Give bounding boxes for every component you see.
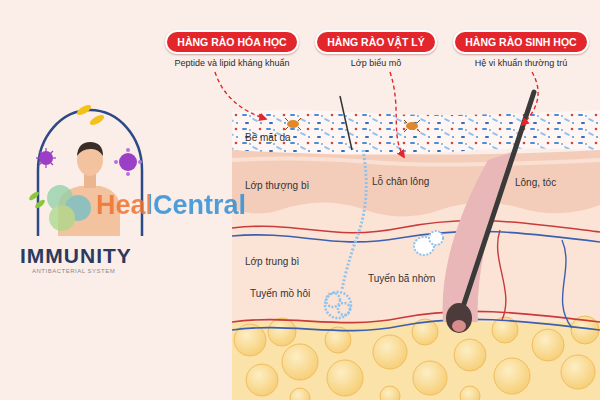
vein	[562, 240, 572, 328]
artery	[232, 220, 600, 232]
epidermis-layer	[232, 148, 600, 216]
layer-label: Lớp thượng bì	[245, 180, 309, 193]
pointer-arrow	[390, 72, 404, 157]
barrier-banner: HÀNG RÀO VẬT LÝ Lớp biểu mô	[315, 30, 436, 70]
sweat-gland-coil	[325, 292, 351, 318]
epidermis-band	[232, 158, 600, 164]
logo-subtitle: ANTIBACTERIAL SYSTEM	[32, 268, 115, 276]
logo-title: IMMUNITY	[20, 243, 132, 269]
barrier-title: HÀNG RÀO VẬT LÝ	[315, 30, 436, 54]
surface-bacteria	[232, 110, 600, 155]
hair-papilla	[452, 320, 466, 332]
part-label: Tuyến bã nhờn	[368, 273, 435, 286]
part-label: Lông, tóc	[515, 177, 556, 190]
watermark-logo	[47, 185, 91, 231]
virus-icon	[119, 153, 137, 171]
pill-icon	[28, 190, 40, 202]
bacteria-bug	[404, 120, 420, 132]
hair-bulb	[446, 303, 472, 333]
sebaceous-gland	[429, 231, 443, 245]
virus-dots	[114, 148, 142, 176]
pill-icon	[75, 103, 92, 117]
skin-section	[232, 92, 600, 400]
artery	[232, 311, 600, 322]
barrier-banner: HÀNG RÀO HÓA HỌC Peptide và lipid kháng k…	[165, 30, 298, 70]
pill-icon	[88, 113, 105, 127]
bacteria-bug	[285, 118, 301, 130]
sweat-duct	[342, 150, 366, 290]
dermis-layer	[232, 195, 600, 400]
vein	[232, 319, 600, 330]
barrier-title: HÀNG RÀO SINH HỌC	[453, 30, 588, 54]
barrier-title: HÀNG RÀO HÓA HỌC	[165, 30, 298, 54]
artery	[498, 230, 506, 320]
skin-surface	[232, 110, 600, 155]
barrier-banner: HÀNG RÀO SINH HỌC Hệ vi khuẩn thường trú	[453, 30, 588, 70]
hair-shaft	[460, 92, 534, 316]
part-label: Tuyến mồ hôi	[250, 288, 310, 301]
barrier-subtitle: Lớp biểu mô	[351, 58, 401, 70]
pill-icon	[34, 198, 46, 210]
part-label: Lỗ chân lông	[372, 176, 429, 189]
layer-label: Bề mặt da	[245, 132, 291, 145]
barrier-subtitle: Peptide và lipid kháng khuẩn	[174, 58, 289, 70]
layer-label: Lớp trung bì	[245, 256, 299, 269]
body-hair	[77, 142, 103, 156]
pointer-arrow	[215, 72, 266, 119]
fine-hair	[340, 96, 352, 150]
pointer-arrow	[522, 72, 538, 125]
barrier-subtitle: Hệ vi khuẩn thường trú	[475, 58, 567, 70]
virus-spikes	[36, 148, 56, 168]
watermark: HealCentral	[96, 189, 246, 223]
